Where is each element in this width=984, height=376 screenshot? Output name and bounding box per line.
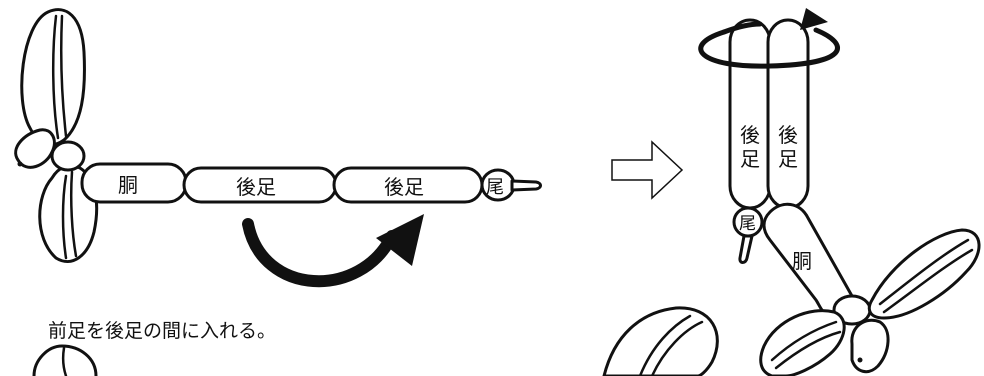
right-lower-ear-left: [602, 306, 719, 376]
label-right-hind-2: 後足: [778, 123, 798, 171]
label-hind-leg-2: 後足: [384, 175, 424, 199]
left-tail-nozzle: [510, 179, 542, 192]
right-arrow-icon: [611, 140, 684, 200]
right-nose-tip: [857, 357, 863, 363]
left-nose-tip: [17, 161, 23, 167]
partial-balloon-icon: [32, 344, 98, 376]
label-right-tail: 尾: [739, 214, 756, 234]
label-hind-leg-1: 後足: [236, 175, 276, 199]
curved-arrow-icon: [242, 214, 424, 287]
right-ear-lower: [759, 309, 846, 376]
partial-balloon-seam: [61, 346, 68, 376]
rotate-arrow-icon: [698, 8, 840, 69]
instruction-text: 前足を後足の間に入れる。: [48, 320, 277, 342]
left-head-knot: [50, 140, 86, 172]
label-right-body: 胴: [792, 249, 812, 273]
right-tail-nozzle: [738, 234, 754, 264]
label-right-hind-1: 後足: [740, 123, 760, 171]
right-ear-upper: [867, 228, 981, 320]
left-upper-ear: [20, 8, 86, 147]
left-nose: [14, 128, 56, 169]
right-hind-leg-1: [728, 18, 772, 210]
right-hind-leg-2: [766, 18, 810, 210]
label-body: 胴: [118, 173, 138, 197]
label-tail: 尾: [486, 177, 504, 198]
right-nose: [850, 318, 890, 374]
